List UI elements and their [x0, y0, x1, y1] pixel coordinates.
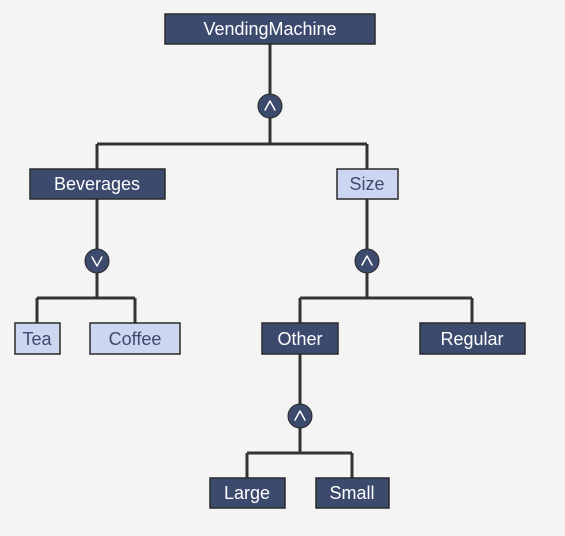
node-tea: Tea	[14, 322, 61, 355]
node-regular: Regular	[419, 322, 526, 355]
node-label: Size	[349, 174, 384, 194]
node-label: Regular	[440, 329, 503, 349]
node-label: Other	[277, 329, 322, 349]
node-beverages: Beverages	[29, 168, 166, 200]
node-label: Small	[329, 483, 374, 503]
edge-root	[95, 44, 369, 169]
node-label: Coffee	[109, 329, 162, 349]
node-coffee: Coffee	[89, 322, 181, 355]
node-label: Beverages	[54, 174, 140, 194]
node-label: Tea	[22, 329, 52, 349]
node-label: Large	[224, 483, 270, 503]
node-other: Other	[261, 322, 339, 355]
node-small: Small	[315, 477, 390, 509]
and-operator-icon	[354, 248, 380, 274]
node-size: Size	[336, 168, 399, 200]
node-label: VendingMachine	[203, 19, 336, 39]
or-operator-icon	[84, 248, 110, 274]
and-operator-icon	[287, 403, 313, 429]
node-vending-machine: VendingMachine	[164, 13, 376, 45]
and-operator-icon	[257, 93, 283, 119]
edge-size	[298, 199, 474, 323]
node-large: Large	[209, 477, 286, 509]
